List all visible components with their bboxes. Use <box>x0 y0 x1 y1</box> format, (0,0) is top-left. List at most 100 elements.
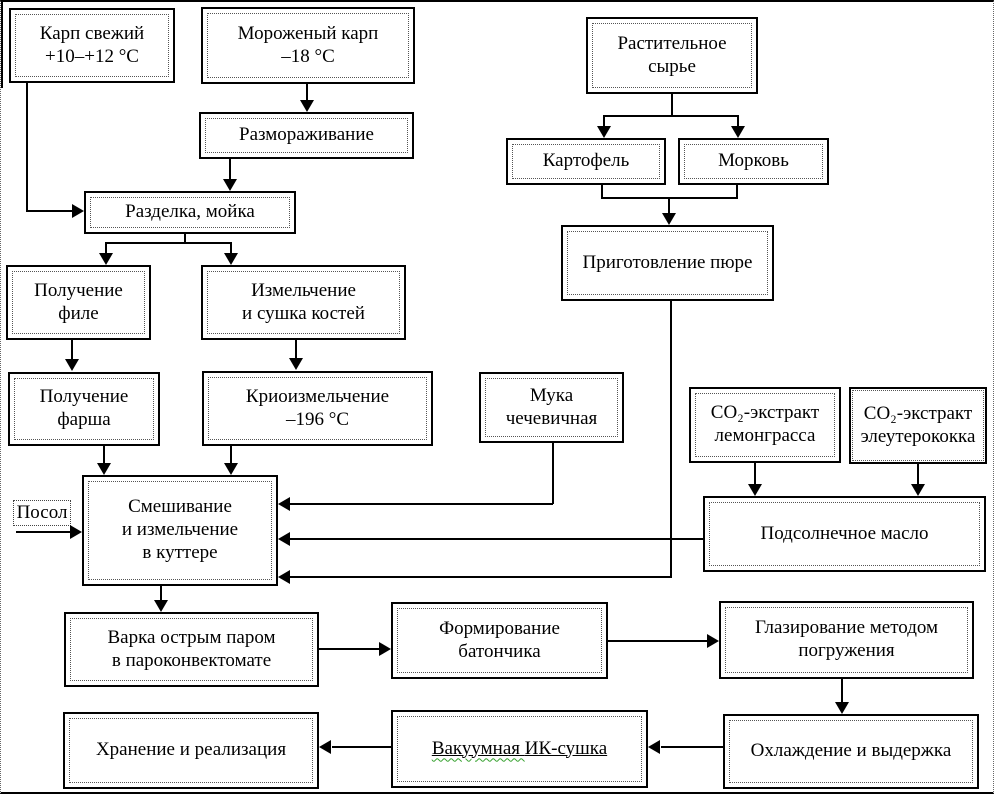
arrowhead-down <box>224 253 238 265</box>
box-defrosting-label: Размораживание <box>239 124 374 146</box>
arrowhead-left <box>319 740 331 754</box>
box-salting: Посол <box>13 500 71 526</box>
box-cutting-washing-label: Разделка, мойка <box>125 201 255 223</box>
box-cutting-washing-inner: Разделка, мойка <box>90 197 290 228</box>
connector-line <box>290 538 703 540</box>
connector-line <box>105 242 232 244</box>
arrowhead-right <box>707 634 719 648</box>
connector-line <box>26 83 28 212</box>
box-fresh-carp-inner: Карп свежий +10–+12 °С <box>15 14 169 77</box>
arrowhead-down <box>597 126 611 138</box>
box-co2-lemongrass-inner: СО₂-экстракт лемонграсса <box>695 393 835 457</box>
arrowhead-left <box>648 740 660 754</box>
connector-line <box>290 503 553 505</box>
box-frozen-carp-inner: Мороженый карп –18 °С <box>207 13 409 78</box>
box-potato-inner: Картофель <box>512 144 660 179</box>
box-plant-raw-inner: Растительное сырье <box>592 23 752 88</box>
connector-line <box>841 679 843 703</box>
box-cryo-grinding-inner: Криоизмельчение –196 °С <box>208 377 427 440</box>
box-steam-cooking-label: Варка острым паром в пароконвектомате <box>107 626 276 671</box>
box-bar-forming: Формирование батончика <box>391 602 608 679</box>
connector-line <box>603 115 739 117</box>
connector-line <box>917 464 919 486</box>
connector-line <box>295 340 297 359</box>
arrowhead-down <box>835 702 849 714</box>
box-potato: Картофель <box>506 138 666 185</box>
arrowhead-left <box>278 497 290 511</box>
arrowhead-down <box>731 126 745 138</box>
arrowhead-down <box>662 213 676 225</box>
connector-line <box>736 185 738 199</box>
arrowhead-down <box>97 463 111 475</box>
box-bar-forming-label: Формирование батончика <box>439 617 560 662</box>
box-fillet: Получение филе <box>6 265 151 340</box>
arrowhead-down <box>99 253 113 265</box>
box-sunflower-oil-inner: Подсолнечное масло <box>709 502 980 566</box>
box-mince-label: Получение фарша <box>39 386 129 430</box>
box-cutting-washing: Разделка, мойка <box>84 191 296 234</box>
arrowhead-down <box>224 463 238 475</box>
box-glazing-label: Глазирование методом погружения <box>754 617 939 661</box>
box-defrosting: Размораживание <box>199 112 414 159</box>
connector-line <box>103 446 105 464</box>
box-co2-lemongrass: СО₂-экстракт лемонграсса <box>689 387 841 463</box>
connector-line <box>306 84 308 102</box>
box-vacuum-ir-drying-label: Вакуумная ИК-сушка <box>432 738 607 761</box>
arrowhead-left <box>278 570 290 584</box>
spellcheck-word: Вакуумная <box>431 737 525 759</box>
box-mince-inner: Получение фарша <box>14 378 154 440</box>
arrowhead-down <box>65 359 79 371</box>
box-frozen-carp-label: Мороженый карп –18 °С <box>237 22 379 67</box>
box-bone-grinding: Измельчение и сушка костей <box>201 265 406 340</box>
box-cryo-grinding-label: Криоизмельчение –196 °С <box>245 385 390 430</box>
box-salting-label: Посол <box>16 501 68 523</box>
box-mixing-cutter-label: Смешивание и измельчение в куттере <box>121 496 239 563</box>
connector-line <box>105 242 107 255</box>
box-fillet-inner: Получение филе <box>12 271 145 334</box>
box-cooling-inner: Охлаждение и выдержка <box>729 720 973 783</box>
box-steam-cooking: Варка острым паром в пароконвектомате <box>64 612 319 687</box>
arrowhead-down <box>223 179 237 191</box>
box-co2-eleuthero-label: СО₂-экстракт элеутерококка <box>860 402 976 447</box>
box-bone-grinding-label: Измельчение и сушка костей <box>242 279 365 324</box>
arrowhead-right <box>72 204 84 218</box>
box-vacuum-ir-drying-inner: Вакуумная ИК-сушка <box>397 716 642 782</box>
box-mince: Получение фарша <box>8 372 160 446</box>
box-lentil-flour: Мука чечевичная <box>479 372 624 443</box>
box-sunflower-oil: Подсолнечное масло <box>703 496 986 572</box>
box-fresh-carp-label: Карп свежий +10–+12 °С <box>39 22 145 67</box>
arrowhead-right <box>379 642 391 656</box>
box-potato-label: Картофель <box>542 150 630 172</box>
box-cooling-label: Охлаждение и выдержка <box>750 740 952 762</box>
box-puree: Приготовление пюре <box>561 225 774 301</box>
box-lentil-flour-label: Мука чечевичная <box>505 384 598 429</box>
connector-line <box>608 640 708 642</box>
box-mixing-cutter: Смешивание и измельчение в куттере <box>82 475 278 586</box>
box-glazing-inner: Глазирование методом погружения <box>725 607 968 673</box>
page-border-segment <box>1 2 3 88</box>
box-lentil-flour-inner: Мука чечевичная <box>485 378 618 437</box>
box-vacuum-ir-drying: Вакуумная ИК-сушка <box>391 710 648 788</box>
box-bar-forming-inner: Формирование батончика <box>397 608 602 673</box>
box-frozen-carp: Мороженый карп –18 °С <box>201 7 415 84</box>
box-fillet-label: Получение филе <box>34 279 123 324</box>
box-cooling: Охлаждение и выдержка <box>723 714 979 789</box>
box-carrot-inner: Морковь <box>684 144 823 179</box>
connector-line <box>319 648 380 650</box>
arrowhead-down <box>748 484 762 496</box>
connector-line <box>71 340 73 360</box>
box-storage-sale: Хранение и реализация <box>63 712 319 789</box>
connector-line <box>668 197 670 215</box>
connector-line <box>671 94 673 116</box>
box-carrot: Морковь <box>678 138 829 185</box>
box-mixing-cutter-inner: Смешивание и измельчение в куттере <box>88 481 272 580</box>
connector-line <box>230 446 232 464</box>
arrowhead-down <box>911 484 925 496</box>
connector-line <box>737 115 739 128</box>
box-bone-grinding-inner: Измельчение и сушка костей <box>207 271 400 334</box>
box-storage-sale-inner: Хранение и реализация <box>69 718 313 783</box>
box-sunflower-oil-label: Подсолнечное масло <box>760 522 929 544</box>
arrowhead-left <box>278 532 290 546</box>
box-plant-raw: Растительное сырье <box>586 17 758 94</box>
